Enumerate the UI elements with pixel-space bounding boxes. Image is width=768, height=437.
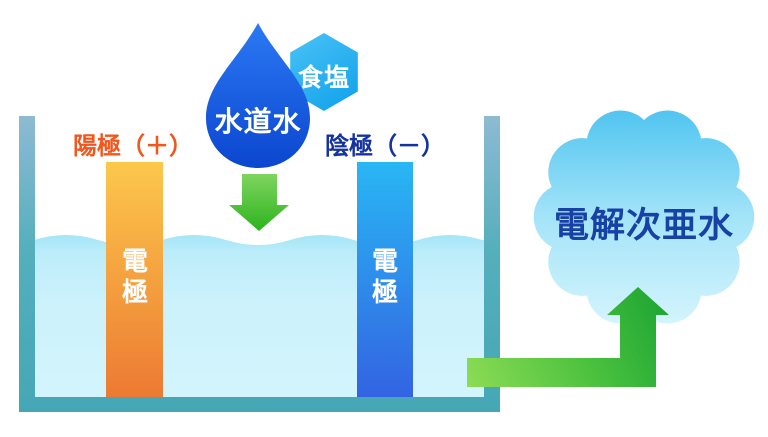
output-cloud-label: 電解次亜水 bbox=[553, 206, 734, 245]
tap-water-drop bbox=[206, 23, 310, 168]
cathode-electrode-label: 電極 bbox=[371, 246, 398, 307]
input-down-arrow bbox=[229, 174, 289, 231]
tank-left-wall bbox=[19, 116, 35, 412]
cathode-label: 陰極（－） bbox=[325, 133, 445, 160]
tank-right-wall bbox=[484, 116, 500, 412]
tank-bottom bbox=[19, 397, 500, 412]
salt-label: 食塩 bbox=[297, 64, 350, 92]
tap-water-label: 水道水 bbox=[214, 106, 302, 137]
anode-electrode bbox=[106, 162, 163, 397]
cathode-electrode bbox=[357, 162, 413, 397]
anode-electrode-label: 電極 bbox=[121, 246, 148, 307]
tank-water bbox=[34, 235, 484, 397]
salt-hexagon bbox=[290, 33, 358, 111]
output-flow-arrow bbox=[467, 287, 669, 387]
anode-label: 陽極（＋） bbox=[73, 133, 193, 160]
output-cloud bbox=[533, 110, 755, 324]
